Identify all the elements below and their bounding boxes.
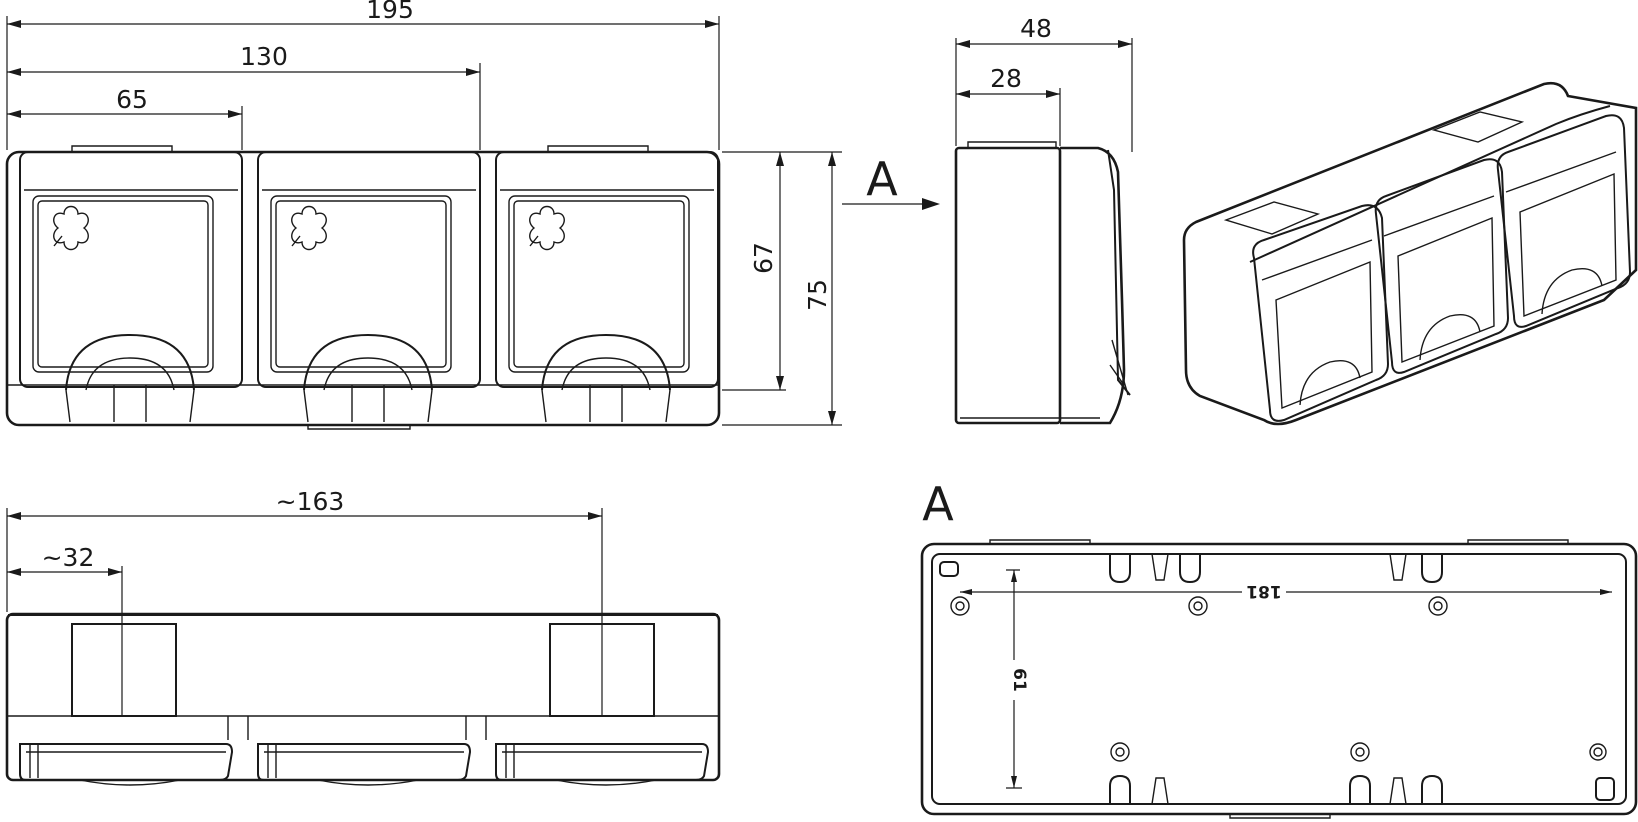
- bottom-housing-outline: [5, 612, 721, 782]
- dim-28-label: 28: [990, 64, 1022, 93]
- dim-61: 61: [1006, 569, 1029, 789]
- mounting-base-view: A 181: [920, 477, 1638, 819]
- side-latch: [1109, 339, 1129, 396]
- socket-unit-3: [495, 151, 719, 423]
- dim-48-label: 48: [1020, 14, 1052, 43]
- iso-top-tabs: [1223, 111, 1525, 235]
- iso-socket-1: [1252, 204, 1390, 422]
- dim-130: 130: [7, 42, 480, 76]
- front-view: 195 130 65 67 75: [5, 0, 842, 430]
- dim-181-label: 181: [1246, 581, 1282, 601]
- bottom-lid-2: [257, 743, 472, 786]
- front-height-extensions: [722, 151, 842, 426]
- bottom-split-lines: [8, 715, 718, 740]
- side-base-outline: [954, 146, 1062, 425]
- section-a-label: A: [922, 477, 954, 531]
- dim-195-label: 195: [366, 0, 414, 24]
- dim-130-label: 130: [240, 42, 288, 71]
- dim-32: ~32: [7, 543, 122, 576]
- dim-75: 75: [803, 152, 836, 425]
- iso-top-edge: [1249, 105, 1611, 263]
- dim-163: ~163: [7, 487, 602, 520]
- dim-65-label: 65: [116, 85, 148, 114]
- front-extension-lines: [6, 16, 720, 150]
- dim-48: 48: [956, 14, 1132, 48]
- lid-window: [32, 195, 214, 373]
- bottom-cable-entry-1: [71, 623, 177, 717]
- iso-housing-outline: [1182, 81, 1638, 426]
- dim-32-label: ~32: [42, 543, 95, 572]
- bottom-view: ~163 ~32: [5, 487, 721, 786]
- side-view: 48 28: [954, 14, 1133, 425]
- clover-icon: [53, 205, 89, 251]
- lid-window-inner: [37, 200, 209, 368]
- iso-socket-3: [1496, 114, 1632, 328]
- dim-195: 195: [7, 0, 719, 28]
- front-housing-outline: [5, 150, 721, 427]
- side-extension-lines: [955, 38, 1133, 152]
- dim-65: 65: [7, 85, 242, 118]
- view-arrow-a-label: A: [866, 152, 898, 206]
- latch-lines: [65, 385, 195, 423]
- isometric-view: [1182, 81, 1638, 426]
- side-cover-outline: [1060, 146, 1126, 425]
- mounting-holes: [939, 561, 1615, 801]
- plug-dome: [65, 333, 195, 391]
- dim-75-label: 75: [803, 279, 832, 311]
- view-arrow-a: A: [842, 152, 940, 210]
- side-details: [960, 141, 1100, 419]
- socket-lid-outline: [19, 151, 243, 388]
- socket-unit: [19, 151, 243, 423]
- socket-unit-2: [257, 151, 481, 423]
- base-outline: [920, 542, 1638, 816]
- side-lid-edge: [1107, 149, 1131, 396]
- base-tabs: [989, 539, 1569, 819]
- dim-61-label: 61: [1009, 668, 1029, 692]
- dim-163-label: ~163: [276, 487, 345, 516]
- bottom-extension-lines: [6, 508, 603, 716]
- dim-28: 28: [956, 64, 1060, 98]
- bottom-lid-1: [19, 743, 234, 786]
- base-inner-outline: [931, 553, 1627, 805]
- keyhole-slots: [1109, 553, 1443, 805]
- dim-67: 67: [749, 152, 784, 390]
- dim-67-label: 67: [749, 242, 778, 274]
- dim-181: 181: [960, 581, 1612, 601]
- bottom-lid-3: [495, 743, 710, 786]
- front-housing-tabs: [71, 145, 649, 430]
- plug-dome-inner: [85, 357, 175, 391]
- iso-socket-2: [1374, 158, 1510, 374]
